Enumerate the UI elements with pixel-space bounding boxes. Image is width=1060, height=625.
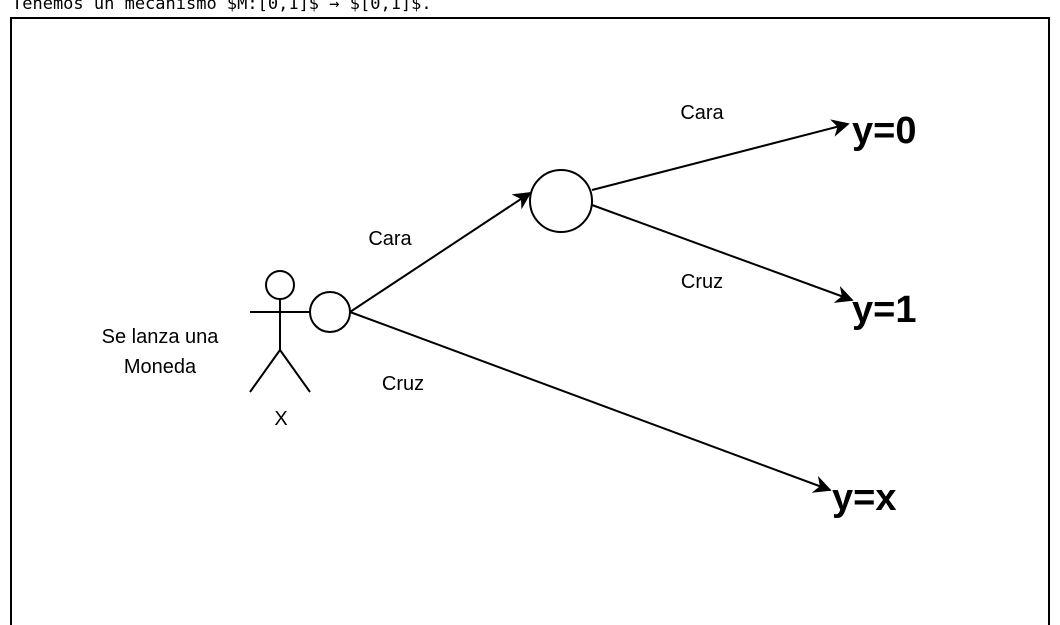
outcome-y1: y=1: [852, 289, 916, 331]
actor-head: [265, 270, 295, 300]
edge-second-heads: [591, 119, 850, 191]
label-first-tails: Cruz: [382, 373, 424, 395]
coin-node: [309, 291, 351, 333]
label-second-heads: Cara: [680, 102, 724, 124]
second-toss-node: [529, 169, 593, 233]
header-text: Tenemos un mecanismo $M:[0,1]$ → $[0,1]$…: [12, 0, 432, 14]
actor-label-line1: Se lanza una: [102, 326, 220, 348]
actor-figure: [249, 270, 311, 393]
label-second-tails: Cruz: [681, 271, 723, 293]
actor-name: X: [274, 408, 287, 430]
outcome-yx: y=x: [832, 477, 896, 519]
actor-left-leg: [249, 349, 281, 393]
diagram-frame: [10, 17, 1050, 625]
edge-second-tails: [591, 204, 854, 303]
actor-label-line2: Moneda: [124, 356, 197, 378]
edge-first-tails: [349, 311, 832, 493]
edge-first-heads: [349, 192, 532, 313]
outcome-y0: y=0: [852, 110, 916, 152]
label-first-heads: Cara: [368, 228, 412, 250]
actor-right-leg: [279, 349, 311, 393]
